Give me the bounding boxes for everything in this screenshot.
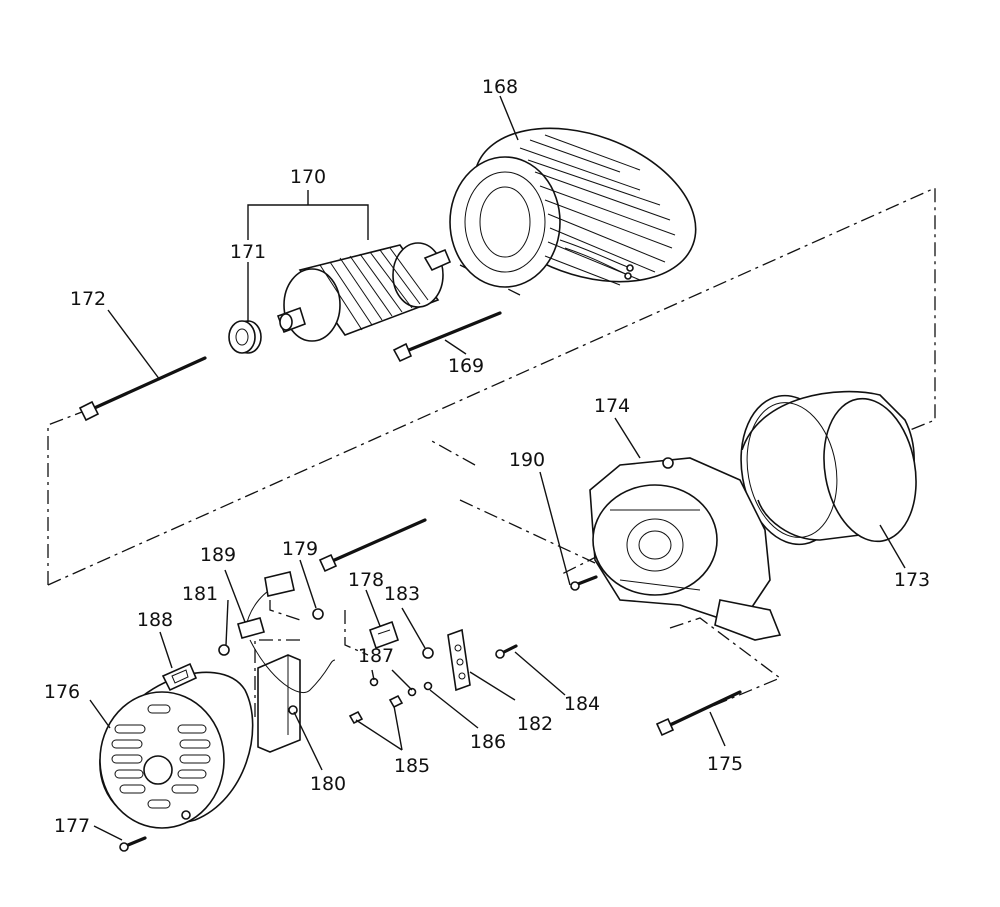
through-bolt-169 — [392, 311, 502, 363]
screw-184 — [495, 644, 518, 659]
callout-169: 169 — [448, 355, 484, 377]
callout-170: 170 — [290, 166, 326, 188]
capacitor-harness-180 — [237, 571, 336, 753]
callout-189: 189 — [200, 544, 236, 566]
callout-188: 188 — [137, 609, 173, 631]
callout-labels: 168 169 170 171 172 173 174 175 176 177 … — [44, 76, 930, 837]
callout-187: 187 — [358, 645, 394, 667]
washer-186 — [423, 681, 433, 691]
grommet-188 — [161, 662, 198, 692]
rotor-assembly-170 — [276, 242, 452, 342]
callout-186: 186 — [470, 731, 506, 753]
screw-177 — [119, 836, 147, 852]
callout-171: 171 — [230, 241, 266, 263]
callout-173: 173 — [894, 569, 930, 591]
terminal-block-182 — [447, 628, 471, 692]
callout-168: 168 — [482, 76, 518, 98]
through-bolt-upper — [318, 518, 427, 573]
leader-lines — [89, 95, 906, 841]
callout-175: 175 — [707, 753, 743, 775]
bolt-175 — [655, 690, 742, 737]
nuts-185 — [348, 694, 404, 725]
screw-181 — [218, 644, 230, 656]
callout-190: 190 — [509, 449, 545, 471]
switch-178 — [368, 620, 400, 650]
callout-172: 172 — [70, 288, 106, 310]
callout-182: 182 — [517, 713, 553, 735]
callout-174: 174 — [594, 395, 630, 417]
through-bolt-172 — [78, 356, 207, 422]
callout-180: 180 — [310, 773, 346, 795]
callout-178: 178 — [348, 569, 384, 591]
end-cover-176 — [99, 671, 254, 829]
stator-168 — [449, 127, 697, 288]
screw-179 — [312, 608, 324, 620]
screw-190 — [570, 575, 598, 591]
bearing-171 — [228, 320, 262, 354]
screw-183 — [422, 647, 434, 659]
rear-housing-174 — [589, 457, 782, 641]
callout-176: 176 — [44, 681, 80, 703]
callout-183: 183 — [384, 583, 420, 605]
cover-band-173 — [740, 390, 917, 546]
callout-177: 177 — [54, 815, 90, 837]
callout-179: 179 — [282, 538, 318, 560]
callout-184: 184 — [564, 693, 600, 715]
callout-185: 185 — [394, 755, 430, 777]
callout-181: 181 — [182, 583, 218, 605]
